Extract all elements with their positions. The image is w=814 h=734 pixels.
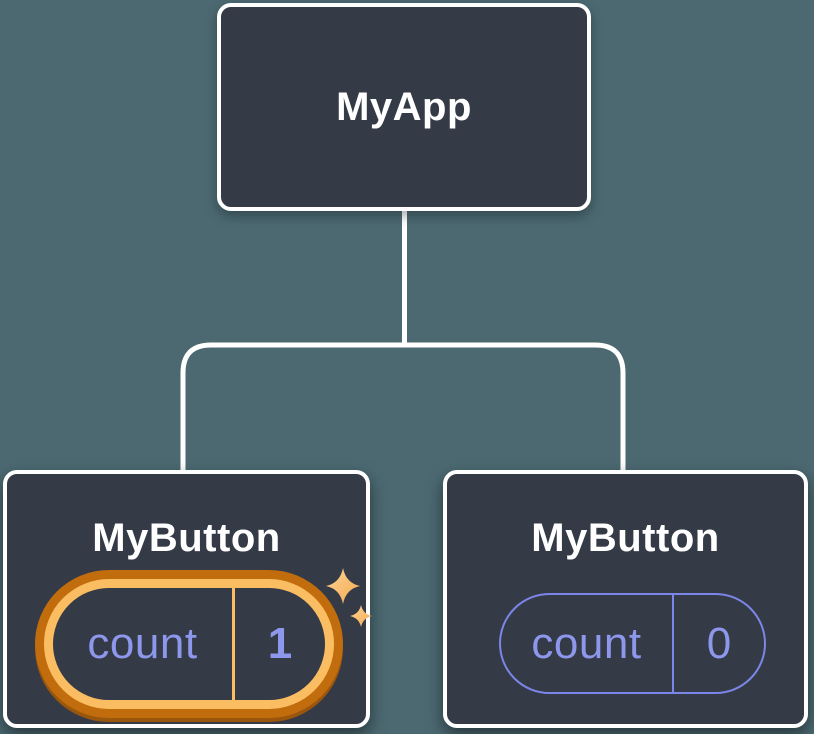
- state-key-label: count: [87, 619, 198, 668]
- root-node-myapp: MyApp: [217, 3, 591, 211]
- state-pill-highlighted: count 1: [44, 579, 334, 709]
- pill-divider: [232, 588, 235, 700]
- sparkles-icon: [326, 568, 372, 627]
- state-key-label: count: [531, 618, 642, 668]
- connector-branch: [180, 342, 626, 474]
- root-node-label: MyApp: [336, 84, 472, 129]
- child-node-label: MyButton: [92, 516, 281, 560]
- child-node-label: MyButton: [531, 516, 720, 560]
- child-node-mybutton-left: MyButton count 1: [3, 470, 372, 728]
- sparkle-small: [350, 605, 372, 627]
- state-value: 1: [267, 619, 293, 668]
- child-node-mybutton-right: MyButton count 0: [443, 470, 808, 728]
- state-pill: count 0: [499, 593, 766, 694]
- pill-divider: [672, 595, 674, 692]
- state-value: 0: [706, 618, 732, 668]
- sparkle-large: [326, 568, 360, 604]
